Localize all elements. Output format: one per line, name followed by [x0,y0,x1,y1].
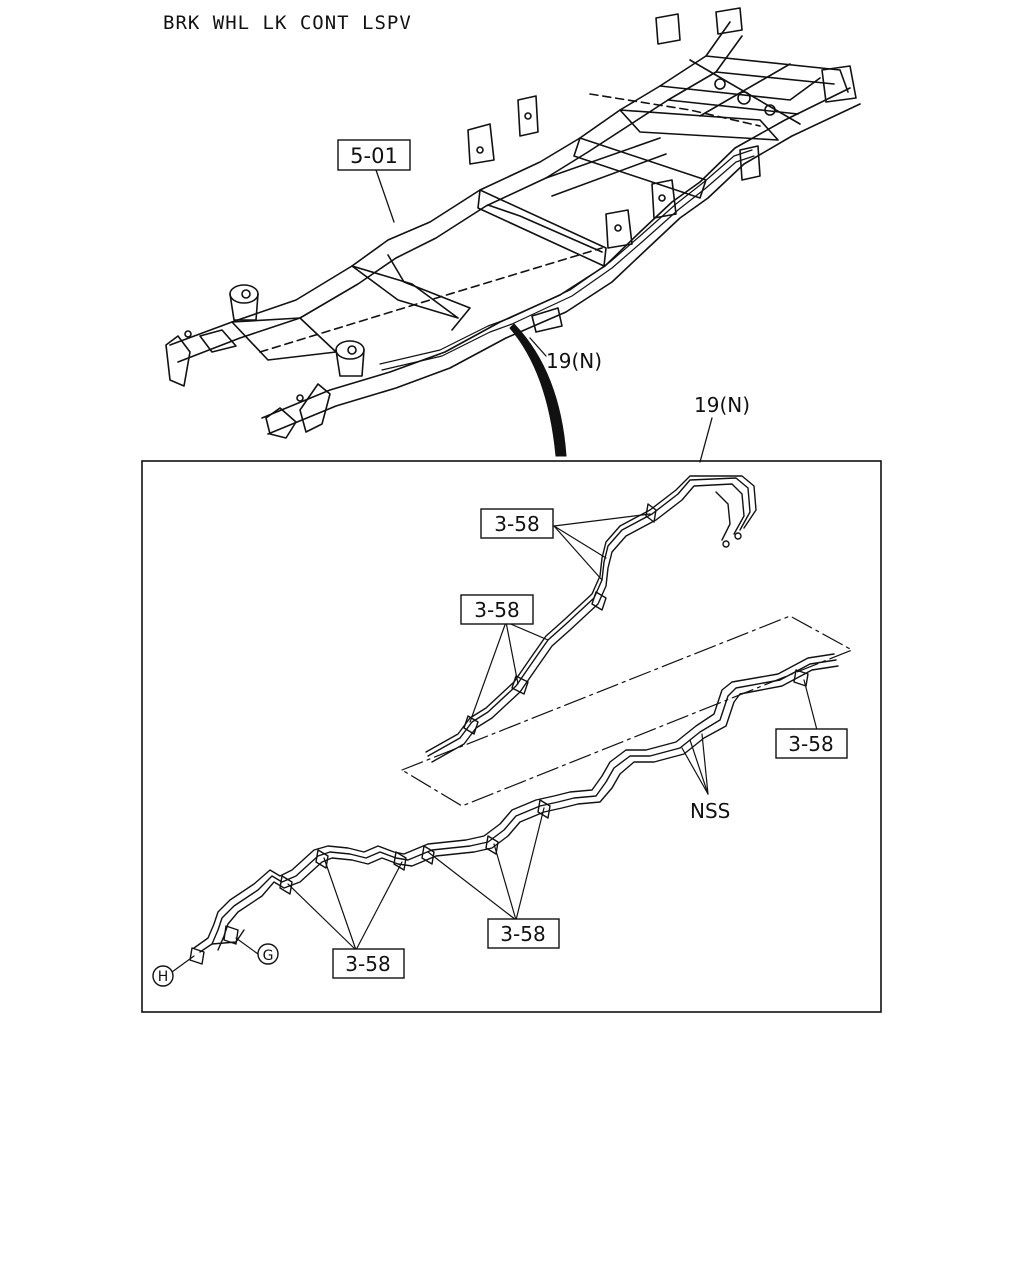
reference-plane [401,615,853,807]
svg-text:3-58: 3-58 [474,598,519,622]
callout-19n-upper: 19(N) [546,349,602,373]
detail-arrow [509,323,567,457]
clip-ref-upper-2: 3-58 [460,594,534,625]
leader-lines [171,513,819,973]
frame-ref-box [337,139,411,171]
clip-ref-right: 3-58 [775,728,848,759]
svg-text:3-58: 3-58 [788,732,833,756]
svg-text:3-58: 3-58 [345,952,390,976]
nss-label: NSS [690,799,730,823]
svg-text:3-58: 3-58 [494,512,539,536]
svg-text:G: G [263,948,274,964]
connector-g: G [257,943,279,965]
diagram-title: BRK WHL LK CONT LSPV [163,12,412,34]
callout-19n-detail: 19(N) [694,393,750,417]
clip-ref-lower-middle: 3-58 [487,918,560,949]
connector-h: H [152,965,174,987]
frame-ref-label: 5-01 [350,144,398,168]
svg-text:3-58: 3-58 [500,922,545,946]
svg-text:H: H [158,969,169,985]
clip-ref-upper-1: 3-58 [480,508,554,539]
lower-brake-pipe [189,653,839,965]
chassis-frame-illustration [165,7,861,439]
upper-brake-pipe [425,475,757,763]
clip-ref-lower-left: 3-58 [332,948,405,979]
detail-frame [141,460,882,1013]
